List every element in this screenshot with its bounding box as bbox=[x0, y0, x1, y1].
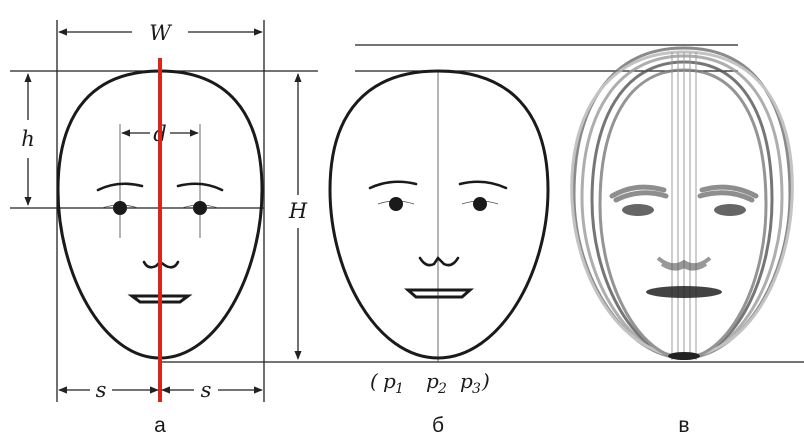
overlaid-nose bbox=[656, 256, 712, 271]
left-eye-b bbox=[389, 197, 403, 211]
point-p2-subscript: 2 bbox=[437, 381, 447, 397]
mouth-b bbox=[404, 288, 474, 299]
point-close-paren: ) bbox=[481, 369, 490, 393]
mouth bbox=[127, 294, 193, 304]
overlaid-center-lines bbox=[671, 52, 697, 360]
panel-label-b: б bbox=[432, 414, 444, 437]
overlaid-mouth bbox=[646, 286, 722, 298]
right-eye bbox=[193, 201, 207, 215]
point-labels: ( p 1 p 2 p 3 ) bbox=[370, 369, 490, 397]
panel-label-c: в bbox=[678, 414, 689, 437]
point-p1-subscript: 1 bbox=[395, 381, 404, 397]
panel-b: ( p 1 p 2 p 3 ) б bbox=[328, 44, 738, 437]
overlaid-eyes bbox=[622, 204, 746, 216]
panel-label-a: а bbox=[154, 414, 166, 437]
overlaid-eyebrows bbox=[609, 184, 759, 203]
right-eyebrow bbox=[176, 182, 224, 192]
left-eye bbox=[113, 201, 127, 215]
overlaid-chin bbox=[668, 352, 700, 360]
width-label: W bbox=[149, 21, 173, 45]
right-eye-b bbox=[473, 197, 487, 211]
right-eyebrow-b bbox=[458, 180, 508, 190]
eye-height-label: h bbox=[21, 127, 35, 151]
nose-b bbox=[418, 255, 460, 267]
panel-a: W h H d s s bbox=[10, 20, 804, 437]
point-p1: p bbox=[383, 369, 396, 393]
point-p3: p bbox=[460, 369, 473, 393]
panel-c: в bbox=[570, 46, 794, 437]
left-eyebrow-b bbox=[368, 180, 418, 190]
face-outline-b bbox=[328, 69, 550, 360]
point-p2: p bbox=[426, 369, 439, 393]
right-half-label: s bbox=[201, 378, 212, 402]
face-height-label: H bbox=[288, 199, 308, 223]
point-open-paren: ( bbox=[370, 369, 379, 393]
overlaid-face-outlines bbox=[570, 46, 794, 360]
left-eyebrow bbox=[96, 182, 144, 192]
left-half-label: s bbox=[96, 378, 107, 402]
point-p3-subscript: 3 bbox=[472, 381, 481, 397]
